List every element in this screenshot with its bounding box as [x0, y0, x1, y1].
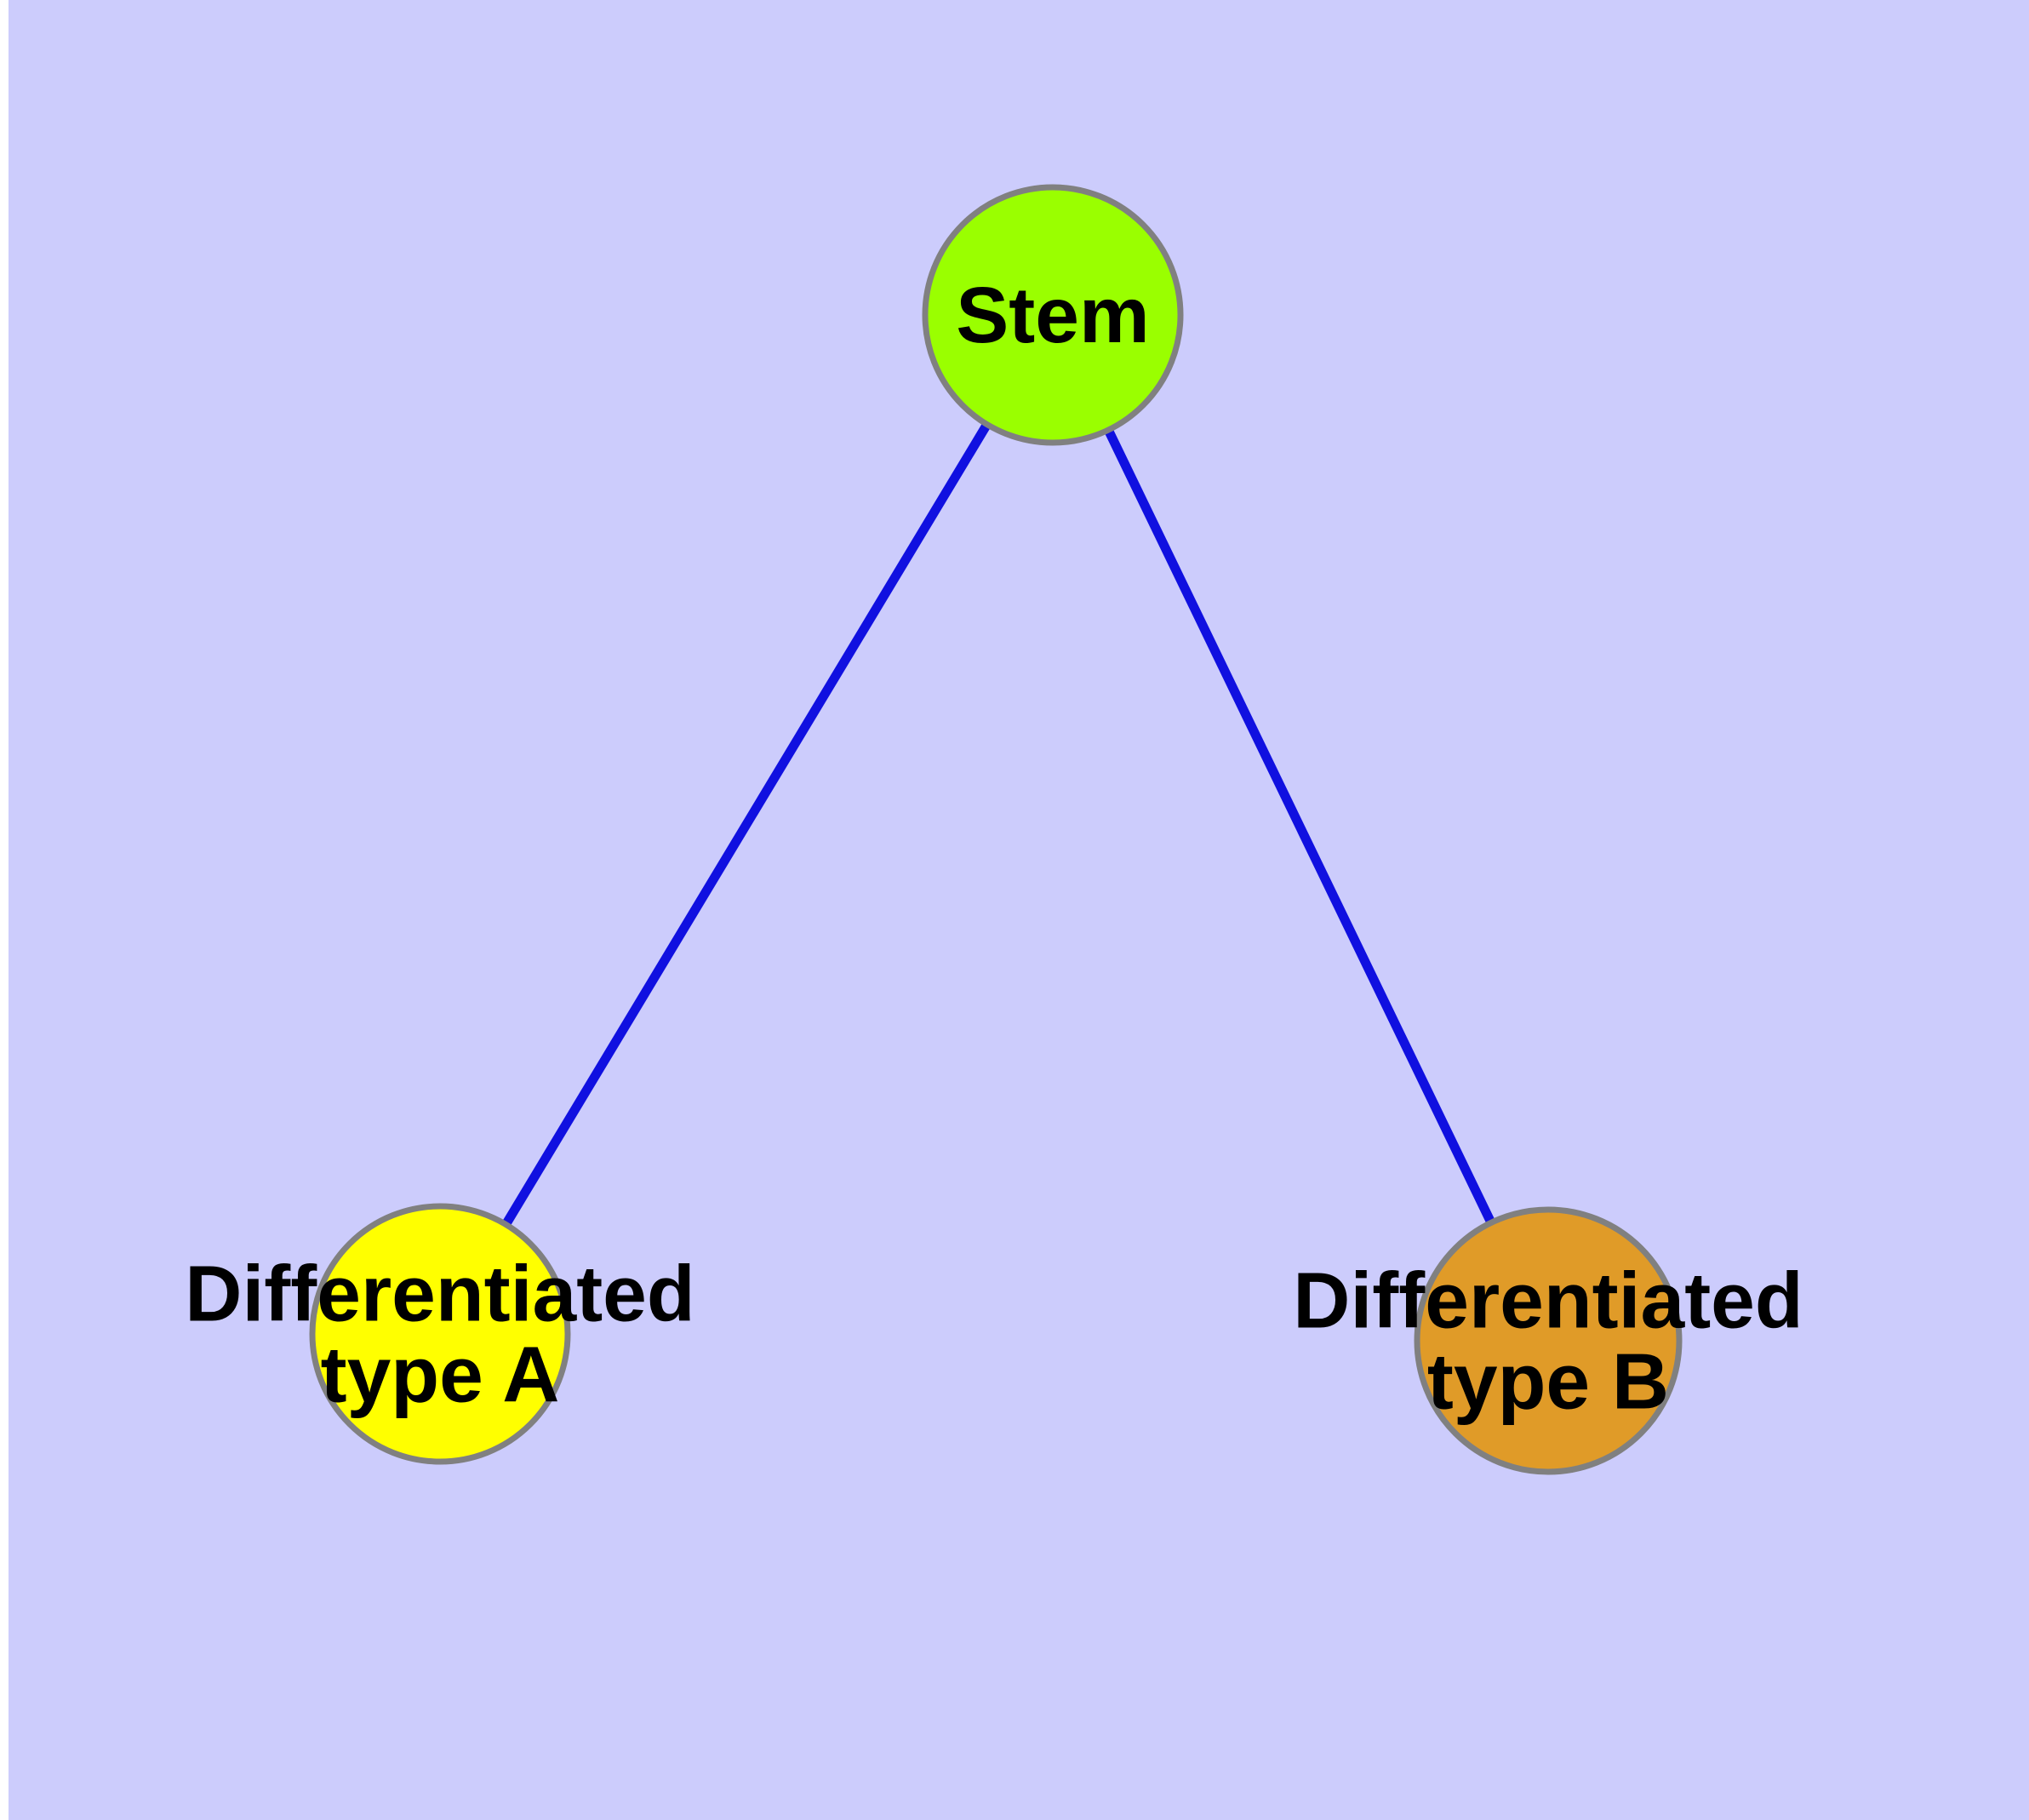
- node-circle-diff-b[interactable]: [1414, 1206, 1683, 1475]
- node-label-line: Stem: [956, 271, 1149, 359]
- node-label-line: Differentiated: [185, 1250, 694, 1338]
- graph-node-diff-b[interactable]: [1414, 1206, 1683, 1475]
- node-label-line: type A: [321, 1330, 560, 1418]
- graph-node-diff-a[interactable]: [309, 1203, 571, 1465]
- graph-edge-stem-to-b[interactable]: [1049, 312, 1552, 1343]
- node-label-stem: Stem: [956, 271, 1149, 359]
- node-circle-stem[interactable]: [922, 184, 1184, 446]
- graph-edge-stem-to-a[interactable]: [436, 312, 1057, 1336]
- edge-layer: [436, 312, 1552, 1343]
- node-label-line: type B: [1427, 1336, 1669, 1425]
- node-label-line: Differentiated: [1293, 1256, 1803, 1345]
- node-circle-diff-a[interactable]: [309, 1203, 571, 1465]
- graph-node-stem[interactable]: [922, 184, 1184, 446]
